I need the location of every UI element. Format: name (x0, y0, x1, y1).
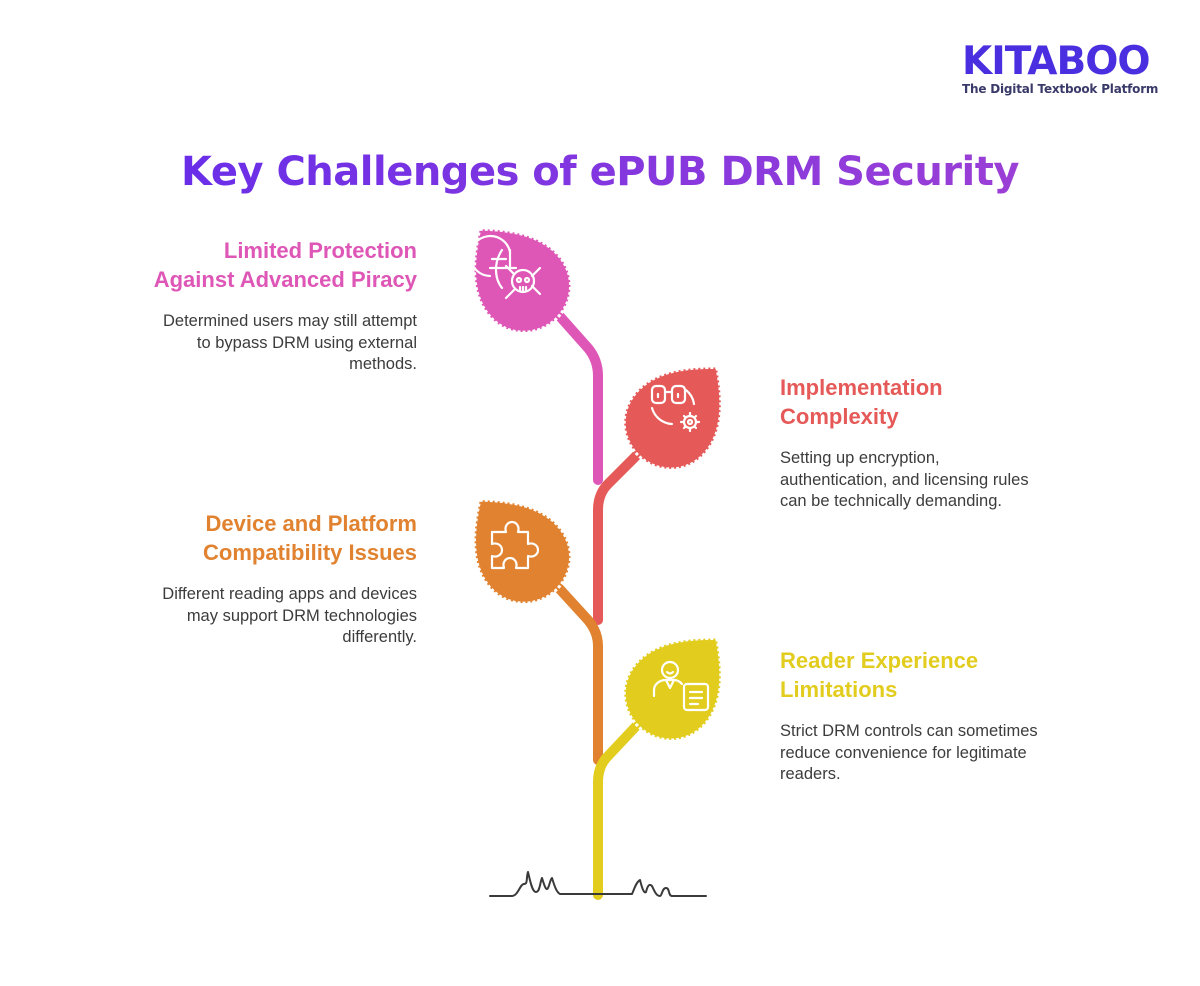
heading-line-1: Implementation (780, 375, 943, 400)
challenge-device-compatibility: Device and Platform Compatibility Issues… (90, 509, 417, 649)
ground-grass (489, 871, 707, 897)
description-line-1: Determined users may still attempt (162, 312, 417, 330)
challenge-reader-experience: Reader Experience Limitations Strict DRM… (780, 646, 1110, 786)
leaf-4 (622, 637, 723, 742)
stem-left-1 (551, 307, 603, 485)
challenge-implementation-complexity: Implementation Complexity Setting up enc… (780, 373, 1110, 513)
heading-line-2: Against Advanced Piracy (153, 267, 417, 292)
challenge-description: Different reading apps and devices may s… (90, 584, 417, 649)
person-document-icon (652, 660, 710, 712)
brand-name: KITABOO (962, 39, 1151, 84)
description-line-3: can be technically demanding. (780, 492, 1002, 510)
description-line-3: readers. (780, 765, 841, 783)
challenge-heading: Limited Protection Against Advanced Pira… (90, 236, 417, 294)
heading-line-2: Complexity (780, 404, 899, 429)
challenge-description: Determined users may still attempt to by… (90, 311, 417, 376)
heading-line-1: Limited Protection (223, 238, 417, 263)
stem-left-3 (551, 580, 603, 765)
glasses-gear-icon (650, 384, 701, 433)
page-title: Key Challenges of ePUB DRM Security (0, 146, 1200, 198)
leaf-3 (473, 498, 572, 605)
description-line-2: authentication, and licensing rules (780, 470, 1029, 489)
description-line-3: differently. (342, 628, 417, 646)
challenge-heading: Reader Experience Limitations (780, 646, 1110, 704)
heading-line-2: Limitations (780, 677, 898, 702)
description-line-2: to bypass DRM using external (196, 333, 417, 352)
challenge-heading: Implementation Complexity (780, 373, 1110, 431)
challenge-limited-protection: Limited Protection Against Advanced Pira… (90, 236, 417, 376)
description-line-3: methods. (349, 355, 417, 373)
description-line-2: reduce convenience for legitimate (780, 743, 1027, 762)
stem-right-4 (593, 717, 645, 900)
heading-line-1: Device and Platform (205, 511, 417, 536)
globe-skull-icon (469, 234, 542, 300)
description-line-1: Strict DRM controls can sometimes (780, 722, 1038, 740)
heading-line-1: Reader Experience (780, 648, 979, 673)
challenge-heading: Device and Platform Compatibility Issues (90, 509, 417, 567)
page-title-text: Key Challenges of ePUB DRM Security (181, 149, 1019, 195)
challenge-description: Setting up encryption, authentication, a… (780, 448, 1110, 513)
stem-right-2 (593, 447, 645, 625)
description-line-2: may support DRM technologies (186, 606, 417, 625)
challenge-description: Strict DRM controls can sometimes reduce… (780, 721, 1110, 786)
brand-tagline: The Digital Textbook Platform (962, 82, 1159, 96)
description-line-1: Setting up encryption, (780, 449, 940, 467)
brand-logo: KITABOO The Digital Textbook Platform (962, 39, 1172, 97)
description-line-1: Different reading apps and devices (162, 585, 417, 603)
puzzle-piece-icon (490, 520, 540, 570)
leaf-2 (622, 366, 723, 471)
stems (548, 304, 648, 903)
heading-line-2: Compatibility Issues (203, 540, 417, 565)
